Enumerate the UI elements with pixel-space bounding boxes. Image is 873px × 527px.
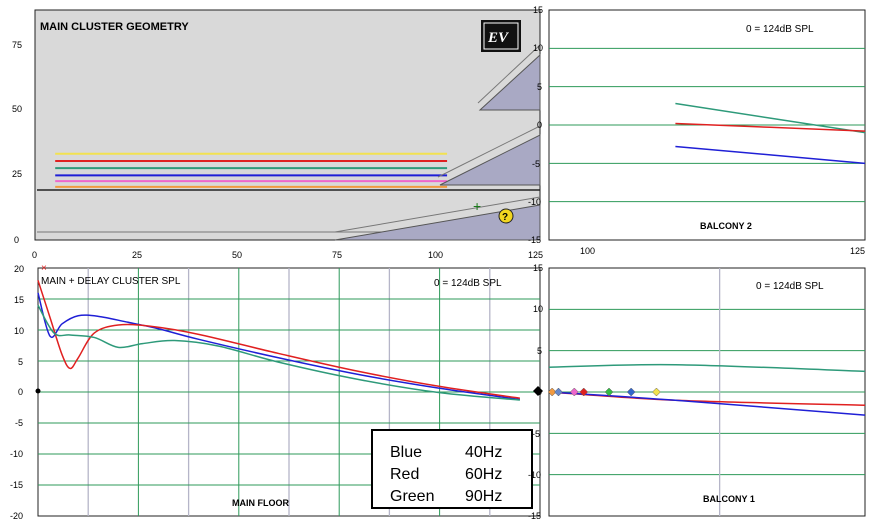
- b2-ytick-m5: -5: [532, 159, 540, 169]
- b2-ytick-m15: -15: [528, 235, 541, 245]
- geo-ytick-25: 25: [12, 169, 22, 179]
- balcony1-series: [548, 363, 866, 416]
- b1-series-blue: [548, 391, 866, 416]
- mf-series-red: [37, 280, 521, 399]
- b1-marker-5: [626, 387, 636, 397]
- balcony2-series: [675, 102, 866, 165]
- b1-marker-0: [547, 387, 557, 397]
- balcony1-markers: [547, 387, 661, 397]
- b1-ytick-m5: -5: [532, 429, 540, 439]
- balcony1-panel: 15 10 5 0 -5 -10 -15 0 = 124dB SPL BALCO…: [528, 263, 866, 521]
- main-floor-y-ticks: 20 15 10 5 0 -5 -10 -15 -20: [10, 264, 24, 521]
- balcony2-panel: 15 10 5 0 -5 -10 -15 100 125 0 = 124dB S…: [528, 5, 866, 256]
- mf-ytick-15: 15: [14, 295, 24, 305]
- mf-ytick-10: 10: [14, 326, 24, 336]
- b2-series-red: [675, 122, 866, 132]
- legend-freq-2: 90Hz: [465, 488, 502, 505]
- mf-subtitle: MAIN FLOOR: [232, 498, 289, 508]
- mf-ytick-5: 5: [18, 357, 23, 367]
- mf-series-blue: [37, 292, 521, 401]
- b2-series-blue: [675, 145, 866, 165]
- balcony-upper-slab: [478, 53, 541, 111]
- question-icon[interactable]: [498, 208, 514, 224]
- axis-end-diamond: [533, 386, 543, 396]
- legend-name-2: Green: [390, 488, 434, 505]
- b2-xtick-125: 125: [850, 246, 865, 256]
- geo-xtick-100: 100: [428, 250, 443, 260]
- legend-name-1: Red: [390, 466, 419, 483]
- b2-xtick-100: 100: [580, 246, 595, 256]
- mf-ytick-0: 0: [18, 387, 23, 397]
- main-floor-series: [37, 280, 521, 401]
- mf-ytick-m5: -5: [15, 418, 23, 428]
- b1-ytick-10: 10: [533, 304, 543, 314]
- geometry-plot-area: [34, 9, 541, 241]
- balcony-upper-edge: [477, 44, 541, 104]
- lower-floor-slab: [334, 204, 541, 241]
- b2-ref-label: 0 = 124dB SPL: [746, 24, 814, 35]
- legend-freq-1: 60Hz: [465, 466, 502, 483]
- b1-ytick-m15: -15: [528, 511, 541, 521]
- geometry-rays: [55, 152, 448, 188]
- geo-ytick-50: 50: [12, 104, 22, 114]
- b1-ref-label: 0 = 124dB SPL: [756, 281, 824, 292]
- geo-ytick-75: 75: [12, 40, 22, 50]
- b1-series-green: [548, 363, 866, 373]
- balcony1-grid: [549, 268, 865, 516]
- b2-ytick-15: 15: [533, 5, 543, 15]
- balcony2-y-ticks: 15 10 5 0 -5 -10 -15: [528, 5, 543, 245]
- b1-marker-6: [652, 387, 661, 397]
- frequency-legend: Blue 40Hz Red 60Hz Green 90Hz: [371, 429, 533, 509]
- geometry-y-ticks: 75 50 25 0: [12, 40, 22, 245]
- lower-floor-edge: [334, 196, 541, 233]
- mf-ytick-m20: -20: [10, 511, 23, 521]
- b1-marker-1: [554, 387, 563, 397]
- legend-name-0: Blue: [390, 444, 422, 461]
- b2-ytick-m10: -10: [528, 197, 541, 207]
- balcony1-y-ticks: 15 10 5 0 -5 -10 -15: [528, 263, 543, 521]
- balcony-mid-slab: [439, 134, 541, 186]
- geometry-title: MAIN CLUSTER GEOMETRY: [40, 21, 189, 33]
- origin-x-marker: ×: [41, 263, 47, 274]
- mf-ref-label: 0 = 124dB SPL: [434, 278, 502, 289]
- mf-series-green: [37, 304, 520, 401]
- legend-freq-0: 40Hz: [465, 444, 502, 461]
- geo-xtick-0: 0: [32, 250, 37, 260]
- geo-xtick-75: 75: [332, 250, 342, 260]
- ev-logo: [481, 20, 521, 52]
- geometry-x-ticks: 0 25 50 75 100 125: [32, 250, 543, 260]
- b2-ytick-5: 5: [537, 82, 542, 92]
- b2-subtitle: BALCONY 2: [700, 221, 752, 231]
- b1-ytick-15: 15: [533, 263, 543, 273]
- geo-xtick-25: 25: [132, 250, 142, 260]
- main-floor-panel: 20 15 10 5 0 -5 -10 -15 -20 MAIN + DELAY…: [10, 263, 543, 521]
- b1-marker-3: [579, 387, 589, 397]
- ev-logo-text: EV: [487, 30, 510, 46]
- mf-title: MAIN + DELAY CLUSTER SPL: [41, 276, 181, 287]
- axis-origin-dot: [35, 388, 41, 394]
- b1-ytick-5: 5: [537, 346, 542, 356]
- geo-ytick-0: 0: [14, 235, 19, 245]
- legend-box: [371, 429, 533, 509]
- geo-xtick-125: 125: [528, 250, 543, 260]
- b2-ytick-0: 0: [537, 120, 542, 130]
- b2-ytick-10: 10: [533, 43, 543, 53]
- geo-xtick-50: 50: [232, 250, 242, 260]
- geometry-panel: MAIN CLUSTER GEOMETRY 75 50 25 0 0 25 50…: [12, 9, 543, 260]
- b1-ytick-0: 0: [537, 387, 542, 397]
- b1-subtitle: BALCONY 1: [703, 494, 755, 504]
- plus-marker: +: [473, 198, 481, 214]
- balcony-mid-edge: [437, 125, 541, 178]
- b1-ytick-m10: -10: [528, 470, 541, 480]
- b1-marker-2: [569, 387, 579, 397]
- mf-ytick-20: 20: [14, 264, 24, 274]
- b1-marker-4: [604, 387, 614, 397]
- mf-ytick-m15: -15: [10, 480, 23, 490]
- mf-ytick-m10: -10: [10, 449, 23, 459]
- question-glyph: ?: [502, 212, 508, 223]
